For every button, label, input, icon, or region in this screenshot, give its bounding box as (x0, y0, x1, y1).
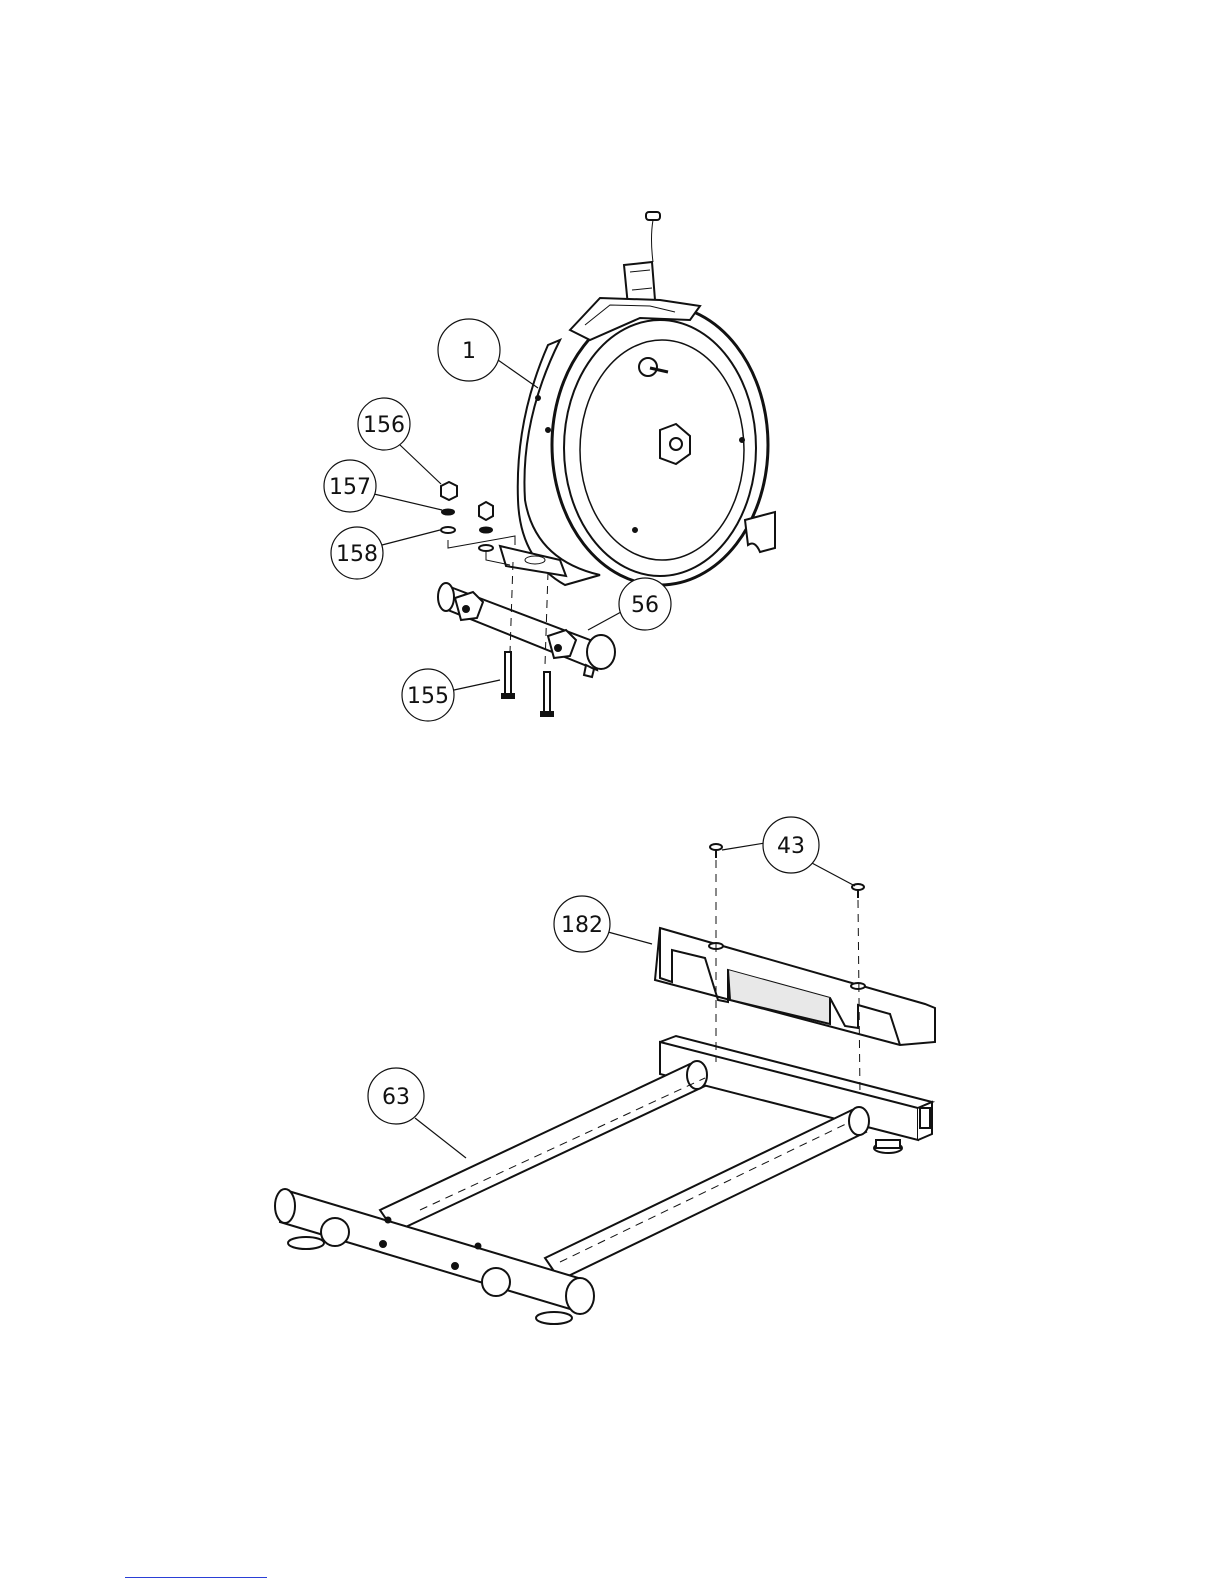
callout-182-label: 182 (561, 913, 603, 938)
fastener-set-right (479, 502, 493, 551)
callout-182: 182 (554, 896, 652, 952)
callout-56-label: 56 (631, 593, 659, 618)
callout-155-label: 155 (407, 684, 449, 709)
rear-cover-182 (655, 928, 935, 1045)
callout-1: 1 (438, 319, 538, 388)
callout-43-label: 43 (777, 834, 805, 859)
top-cable-cap (646, 212, 660, 262)
callout-158-label: 158 (336, 542, 378, 567)
rear-square-tube (660, 1036, 932, 1153)
upper-assembly (438, 212, 775, 716)
callout-56: 56 (588, 578, 671, 630)
callout-157-label: 157 (329, 475, 371, 500)
footnote-rule (125, 1577, 267, 1578)
callout-63: 63 (368, 1068, 466, 1158)
callout-63-label: 63 (382, 1085, 410, 1110)
callout-155: 155 (402, 669, 500, 721)
callout-156-label: 156 (363, 413, 405, 438)
flywheel-housing (500, 298, 775, 585)
fastener-set-left (441, 482, 457, 533)
callout-43: 43 (722, 817, 855, 886)
assembly-guide-lines-lower (420, 860, 860, 1262)
callout-1-label: 1 (462, 339, 476, 364)
callout-158: 158 (331, 527, 440, 579)
